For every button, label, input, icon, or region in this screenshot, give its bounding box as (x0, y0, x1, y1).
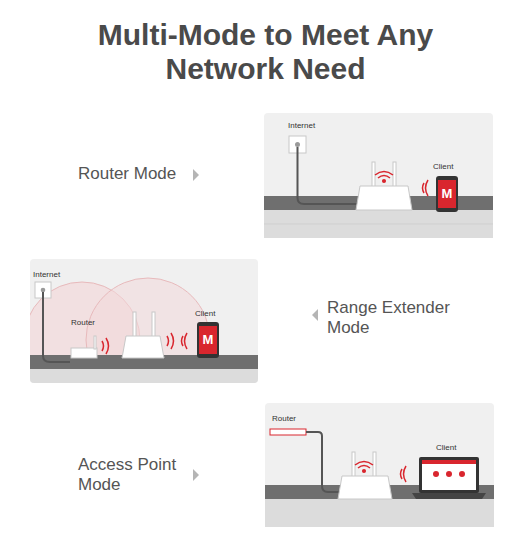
pointer-arrow (312, 309, 318, 321)
mode-label: Range Extender Mode (327, 298, 463, 338)
scene-label: Router (272, 414, 296, 424)
router-mode-scene (264, 113, 493, 238)
scene-label: Client (436, 443, 456, 453)
mode-label: Access Point Mode (78, 455, 190, 495)
scene-label: Internet (33, 270, 60, 280)
range-extender-scene (24, 259, 258, 402)
title: Multi-Mode to Meet Any Network Need (70, 18, 461, 86)
scene-label: Client (195, 309, 215, 319)
scene-label: Internet (288, 121, 315, 131)
access-point-scene (265, 403, 494, 527)
mode-label: Router Mode (78, 164, 176, 184)
logo-letter: M (199, 332, 217, 348)
scene-label: Client (433, 162, 453, 172)
pointer-arrow (193, 469, 199, 481)
scene-label: Router (71, 318, 95, 328)
logo-letter: M (438, 186, 456, 202)
pointer-arrow (193, 169, 199, 181)
